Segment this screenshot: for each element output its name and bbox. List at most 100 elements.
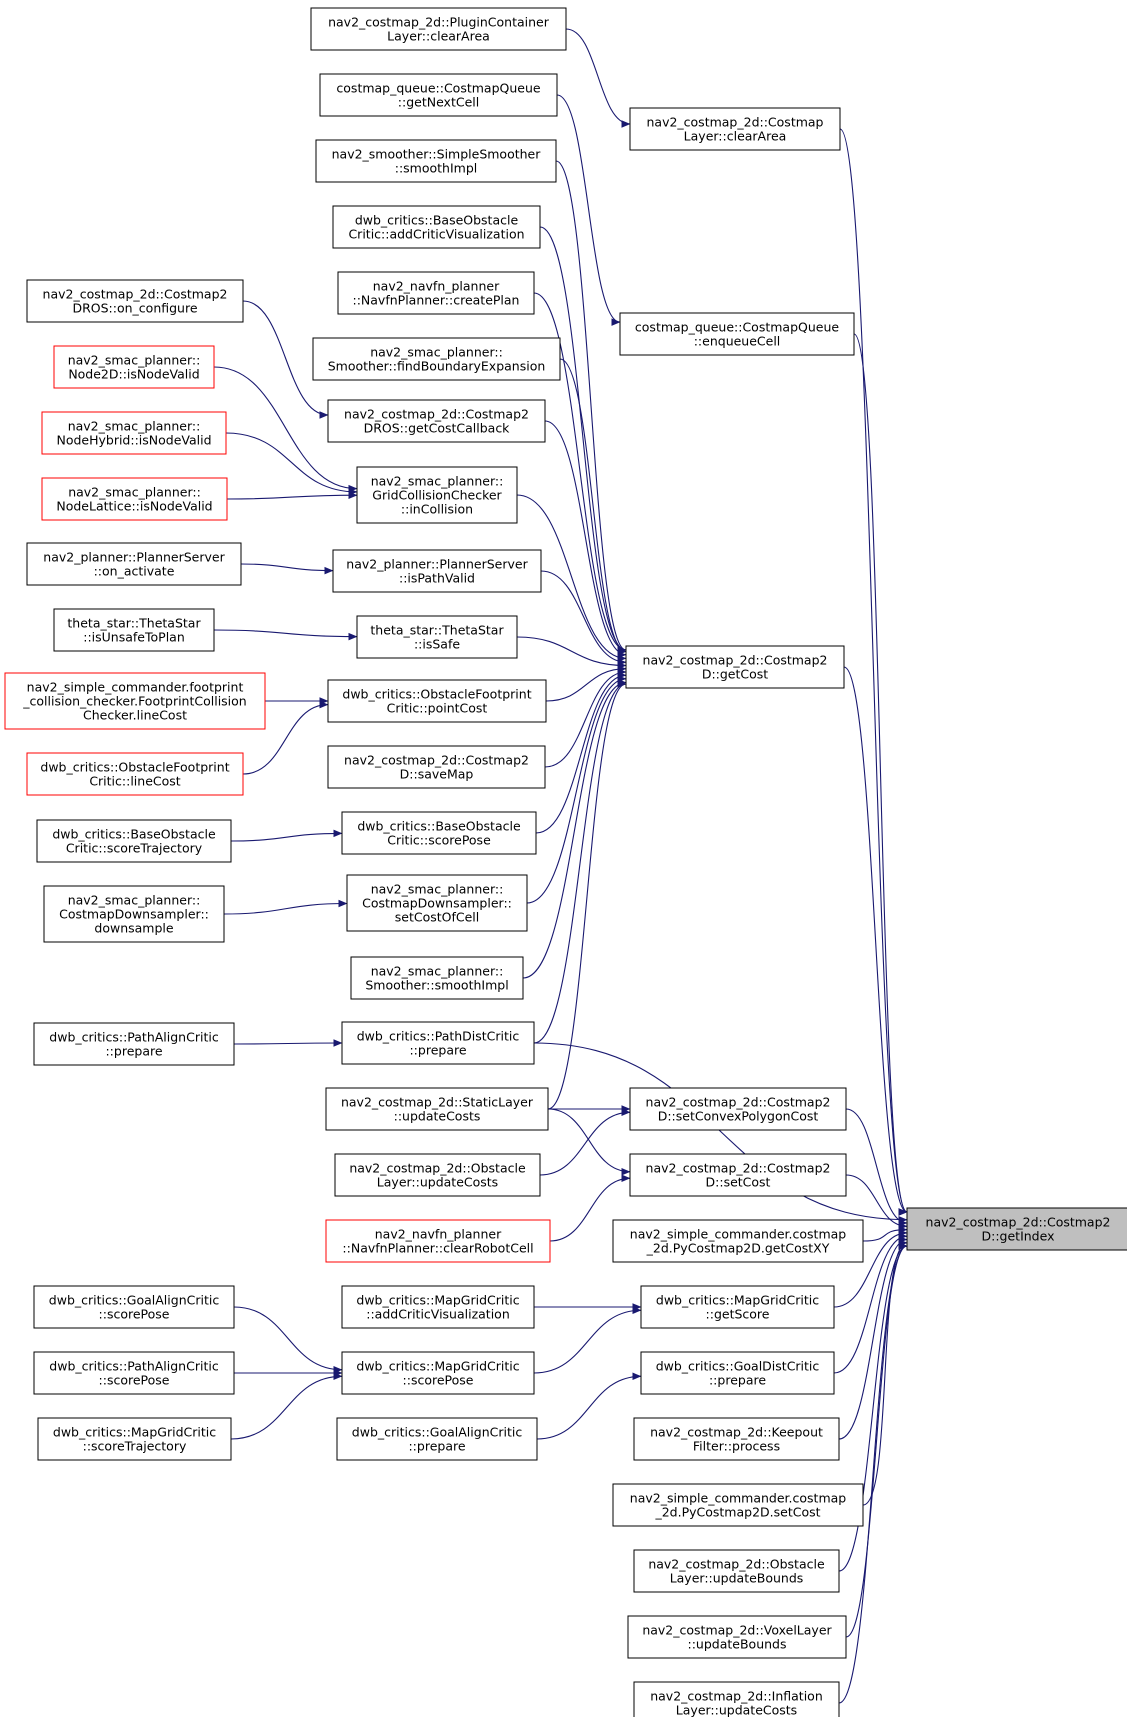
node-obstacleUpdate[interactable]: nav2_costmap_2d::ObstacleLayer::updateCo… — [334, 1153, 541, 1197]
node-label-line: Smoother::smoothImpl — [365, 978, 508, 993]
node-inCollision[interactable]: nav2_smac_planner::GridCollisionChecker:… — [356, 466, 518, 524]
node-setConvex[interactable]: nav2_costmap_2d::Costmap2D::setConvexPol… — [629, 1087, 847, 1131]
node-label-line: ::scorePose — [99, 1373, 170, 1388]
node-label-line: nav2_costmap_2d::Costmap — [646, 114, 823, 129]
node-enqueueCell[interactable]: costmap_queue::CostmapQueue::enqueueCell — [619, 312, 855, 356]
node-ofLineCost[interactable]: dwb_critics::ObstacleFootprintCritic::li… — [26, 752, 244, 796]
edge-layerClearArea-to-getIndex — [839, 128, 908, 1216]
edge-smacSmooth-to-getCost — [522, 678, 627, 979]
node-label-line: nav2_smac_planner:: — [68, 892, 201, 907]
node-paPrepare[interactable]: dwb_critics::PathAlignCritic::prepare — [33, 1022, 235, 1066]
node-smacSmooth[interactable]: nav2_smac_planner::Smoother::smoothImpl — [350, 956, 524, 1000]
node-nodeLattice[interactable]: nav2_smac_planner::NodeLattice::isNodeVa… — [41, 477, 228, 521]
node-box — [633, 1681, 840, 1717]
node-getCostCallback[interactable]: nav2_costmap_2d::Costmap2DROS::getCostCa… — [327, 399, 546, 443]
node-obstacleBounds[interactable]: nav2_costmap_2d::ObstacleLayer::updateBo… — [633, 1549, 840, 1593]
node-getCost[interactable]: nav2_costmap_2d::Costmap2D::getCost — [625, 645, 845, 689]
node-downsample[interactable]: nav2_smac_planner::CostmapDownsampler::d… — [43, 885, 225, 943]
node-label-line: D::setCost — [706, 1175, 771, 1190]
node-setCost[interactable]: nav2_costmap_2d::Costmap2D::setCost — [629, 1153, 847, 1197]
node-onActivate[interactable]: nav2_planner::PlannerServer::on_activate — [26, 542, 242, 586]
node-label-line: DROS::getCostCallback — [364, 421, 511, 436]
node-onConfigure[interactable]: nav2_costmap_2d::Costmap2DROS::on_config… — [26, 279, 244, 323]
edge-onActivate-to-isPathValid — [240, 563, 334, 575]
node-inflationUpdate[interactable]: nav2_costmap_2d::InflationLayer::updateC… — [633, 1681, 840, 1717]
node-box — [53, 345, 215, 389]
node-box — [627, 1615, 847, 1659]
node-label-line: costmap_queue::CostmapQueue — [635, 319, 839, 334]
node-boAddViz[interactable]: dwb_critics::BaseObstacleCritic::addCrit… — [332, 205, 541, 249]
edge-staticUpdate-to-getCost — [547, 680, 627, 1110]
node-label-line: Critic::lineCost — [89, 774, 180, 789]
node-mgGetScore[interactable]: dwb_critics::MapGridCritic::getScore — [640, 1285, 835, 1329]
node-label-line: Node2D::isNodeValid — [68, 367, 199, 382]
edge-getCost-to-getIndex — [843, 666, 908, 1216]
node-box — [310, 7, 567, 51]
node-box — [346, 874, 528, 932]
node-label-line: dwb_critics::ObstacleFootprint — [342, 686, 531, 701]
node-pluginClearArea[interactable]: nav2_costmap_2d::PluginContainerLayer::c… — [310, 7, 567, 51]
node-mgScoreTraj[interactable]: dwb_critics::MapGridCritic::scoreTraject… — [37, 1417, 232, 1461]
node-pySetCost[interactable]: nav2_simple_commander.costmap_2d.PyCostm… — [612, 1483, 864, 1527]
node-pyGetCostXY[interactable]: nav2_simple_commander.costmap_2d.PyCostm… — [612, 1219, 864, 1263]
node-box — [332, 205, 541, 249]
node-box — [629, 107, 841, 151]
node-box — [4, 672, 266, 730]
node-label-line: nav2_costmap_2d::Inflation — [650, 1688, 823, 1703]
node-box — [325, 1219, 551, 1263]
node-clearRobot[interactable]: nav2_navfn_planner::NavfnPlanner::clearR… — [325, 1219, 551, 1263]
node-label-line: Layer::clearArea — [684, 129, 787, 144]
node-label-line: ::prepare — [709, 1373, 766, 1388]
node-gaPrepare[interactable]: dwb_critics::GoalAlignCritic::prepare — [336, 1417, 538, 1461]
node-nodeHybrid[interactable]: nav2_smac_planner::NodeHybrid::isNodeVal… — [41, 411, 227, 455]
node-pdPrepare[interactable]: dwb_critics::PathDistCritic::prepare — [341, 1021, 535, 1065]
edge-mgGetScore-to-getIndex — [833, 1229, 908, 1308]
node-label-line: nav2_simple_commander.footprint — [27, 679, 244, 694]
node-isUnsafe[interactable]: theta_star::ThetaStar::isUnsafeToPlan — [53, 608, 215, 652]
node-label-line: nav2_smoother::SimpleSmoother — [332, 146, 542, 161]
node-box — [633, 1549, 840, 1593]
node-label-line: _2d.PyCostmap2D.getCostXY — [646, 1241, 830, 1256]
node-label-line: nav2_planner::PlannerServer — [346, 556, 528, 571]
node-label-line: nav2_costmap_2d::Costmap2 — [344, 406, 529, 421]
node-label-line: Layer::updateBounds — [670, 1571, 804, 1586]
node-getNextCell[interactable]: costmap_queue::CostmapQueue::getNextCell — [319, 73, 558, 117]
node-box — [633, 1417, 840, 1461]
edge-obstacleUpdate-to-setConvex — [539, 1108, 631, 1176]
node-label-line: _2d.PyCostmap2D.setCost — [654, 1505, 820, 1520]
node-navfnCreatePlan[interactable]: nav2_navfn_planner::NavfnPlanner::create… — [337, 271, 535, 315]
node-mgScorePose[interactable]: dwb_critics::MapGridCritic::scorePose — [341, 1351, 535, 1395]
node-label-line: DROS::on_configure — [72, 301, 197, 316]
node-getIndex[interactable]: nav2_costmap_2d::Costmap2D::getIndex — [906, 1207, 1127, 1251]
node-voxelBounds[interactable]: nav2_costmap_2d::VoxelLayer::updateBound… — [627, 1615, 847, 1659]
edge-node2d-to-inCollision — [213, 366, 358, 493]
node-isSafe[interactable]: theta_star::ThetaStar::isSafe — [356, 615, 518, 659]
node-isPathValid[interactable]: nav2_planner::PlannerServer::isPathValid — [332, 549, 542, 593]
node-boScoreTraj[interactable]: dwb_critics::BaseObstacleCritic::scoreTr… — [36, 819, 232, 863]
node-setCostOfCell[interactable]: nav2_smac_planner::CostmapDownsampler::s… — [346, 874, 528, 932]
node-box — [341, 1351, 535, 1395]
node-box — [327, 679, 547, 723]
node-node2d[interactable]: nav2_smac_planner::Node2D::isNodeValid — [53, 345, 215, 389]
node-staticUpdate[interactable]: nav2_costmap_2d::StaticLayer::updateCost… — [325, 1087, 549, 1131]
node-label-line: ::NavfnPlanner::clearRobotCell — [342, 1241, 533, 1256]
node-simpleSmooth[interactable]: nav2_smoother::SimpleSmoother::smoothImp… — [315, 139, 557, 183]
node-boScorePose[interactable]: dwb_critics::BaseObstacleCritic::scorePo… — [341, 811, 537, 855]
node-findBoundary[interactable]: nav2_smac_planner::Smoother::findBoundar… — [312, 337, 561, 381]
node-gaScorePose[interactable]: dwb_critics::GoalAlignCritic::scorePose — [33, 1285, 235, 1329]
edge-isSafe-to-getCost — [516, 636, 627, 670]
node-label-line: nav2_smac_planner:: — [371, 963, 504, 978]
node-gdPrepare[interactable]: dwb_critics::GoalDistCritic::prepare — [640, 1351, 835, 1395]
node-label-line: nav2_smac_planner:: — [68, 484, 201, 499]
edge-obstacleBounds-to-getIndex — [838, 1242, 908, 1572]
node-label-line: Critic::pointCost — [387, 701, 488, 716]
node-saveMap[interactable]: nav2_costmap_2d::Costmap2D::saveMap — [327, 745, 546, 789]
node-label-line: ::on_activate — [94, 564, 175, 579]
node-pointCost[interactable]: dwb_critics::ObstacleFootprintCritic::po… — [327, 679, 547, 723]
edge-getNextCell-to-enqueueCell — [556, 94, 621, 326]
node-mgAddViz[interactable]: dwb_critics::MapGridCritic::addCriticVis… — [341, 1285, 535, 1329]
node-fpLineCost[interactable]: nav2_simple_commander.footprint_collisio… — [4, 672, 266, 730]
node-paScorePose[interactable]: dwb_critics::PathAlignCritic::scorePose — [33, 1351, 235, 1395]
